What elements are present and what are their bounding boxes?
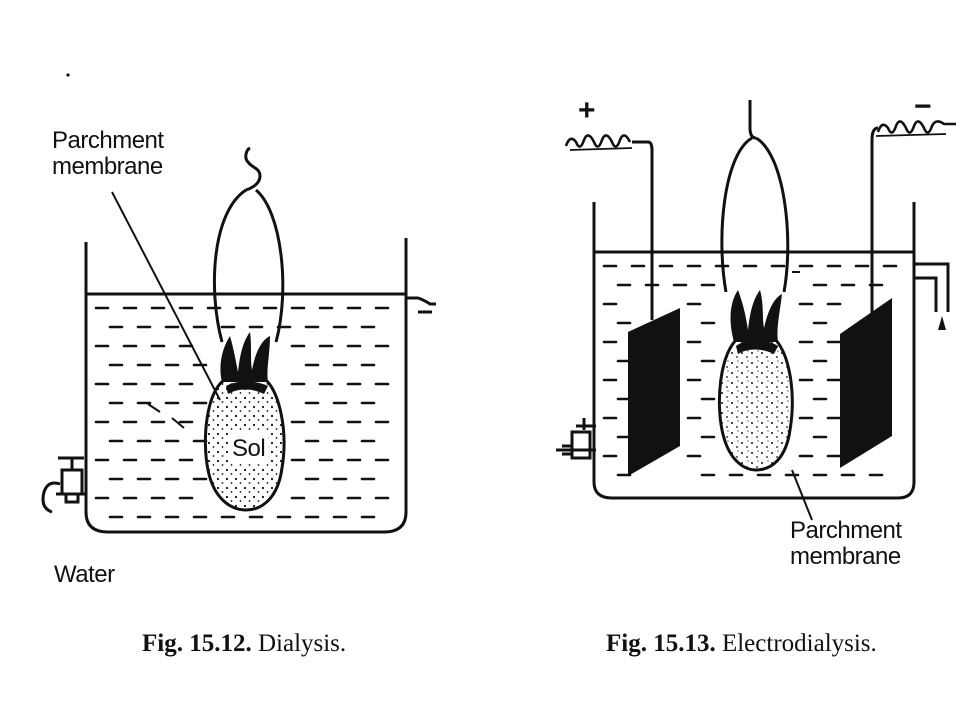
dialysis-sol-clear [228, 432, 268, 462]
dialysis-figure [41, 73, 436, 534]
negative-coil [875, 120, 956, 137]
dialysis-membrane-label: Parchment membrane [52, 128, 164, 180]
electrodialysis-membrane-label-line1: Parchment [790, 517, 902, 544]
dialysis-membrane-label-line1: Parchment [52, 127, 164, 154]
negative-wire [870, 126, 879, 320]
negative-terminal-label: − [914, 90, 932, 123]
negative-electrode-plate [840, 298, 892, 468]
dialysis-water-label: Water [54, 561, 115, 588]
electrodialysis-tank [592, 202, 916, 500]
dialysis-water [94, 306, 390, 519]
dialysis-caption-number: Fig. 15.12. [142, 630, 252, 657]
electrodialysis-caption: Fig. 15.13. Electrodialysis. [606, 630, 877, 658]
electrodialysis-figure [556, 100, 956, 521]
positive-electrode-plate [628, 308, 680, 476]
dialysis-sol-label: Sol [232, 435, 266, 462]
positive-wire [632, 140, 654, 320]
dialysis-hook [244, 146, 262, 192]
stray-dot [66, 73, 70, 77]
electrodialysis-membrane-bag [717, 336, 794, 472]
electrodialysis-hook [748, 100, 757, 140]
electrodialysis-hanging-loop [720, 136, 790, 293]
electrodialysis-membrane-label: Parchment membrane [790, 518, 902, 570]
electrodialysis-inlet-tap [556, 418, 596, 460]
electrodialysis-caption-number: Fig. 15.13. [606, 630, 716, 657]
dialysis-membrane-label-line2: membrane [52, 153, 163, 180]
dialysis-membrane-neck [220, 332, 270, 394]
dialysis-caption: Fig. 15.12. Dialysis. [142, 630, 346, 658]
electrodialysis-membrane-neck [730, 290, 782, 354]
electrodialysis-membrane-pointer [791, 469, 813, 521]
dialysis-stray-marks [147, 403, 185, 429]
outlet-drip [938, 316, 946, 330]
positive-coil [564, 134, 633, 151]
dialysis-tank [84, 238, 408, 534]
positive-terminal-label: + [578, 94, 596, 127]
dialysis-caption-title: Dialysis. [257, 630, 347, 657]
electrodialysis-membrane-label-line2: membrane [790, 543, 901, 570]
dialysis-membrane-pointer [111, 191, 221, 401]
dialysis-outlet [406, 296, 436, 314]
dialysis-inlet-tap [41, 456, 86, 514]
dialysis-hanging-loop [212, 188, 285, 343]
electrodialysis-outlet [914, 262, 950, 312]
electrodialysis-caption-title: Electrodialysis. [721, 630, 877, 657]
